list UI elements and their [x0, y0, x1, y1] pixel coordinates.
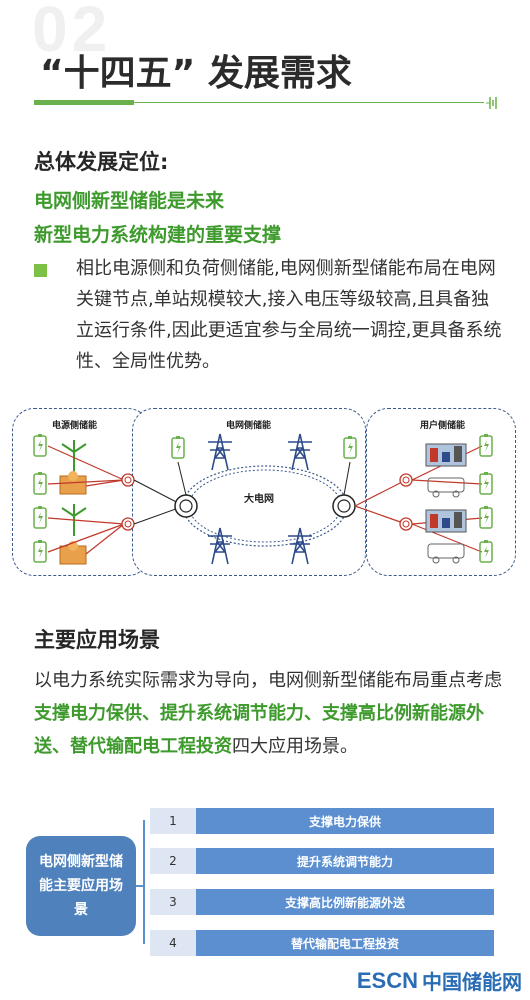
user-side-title: 用户侧储能 — [420, 421, 466, 431]
watermark-en: ESCN — [356, 967, 418, 993]
substation-node — [121, 517, 135, 531]
battery-icon — [479, 471, 493, 495]
scenario-row-2: 2 提升系统调节能力 — [150, 848, 494, 874]
battery-end-icon — [486, 97, 497, 109]
battery-icon — [33, 433, 47, 457]
escn-watermark: ESCN 中国储能网 — [357, 966, 522, 995]
substation-node — [121, 473, 135, 487]
watermark-cn: 中国储能网 — [422, 970, 522, 994]
solar-panel-icon — [59, 471, 87, 565]
grid-side-title: 电网侧储能 — [226, 421, 272, 431]
scenario-row-4: 4 替代输配电工程投资 — [150, 930, 494, 956]
rule-line — [134, 102, 484, 103]
transmission-tower-icon — [287, 433, 313, 471]
diagram-graphics — [33, 433, 493, 565]
paragraph-highlight: 支撑电力保供、提升系统调节能力、支撑高比例新能源外送、替代输配电工程投资 — [34, 703, 484, 757]
scenario-label: 提升系统调节能力 — [196, 848, 494, 874]
positioning-line-1: 电网侧新型储能是未来 — [34, 190, 225, 212]
scenario-box: 电网侧新型储能主要应用场景 — [26, 836, 136, 936]
rule-accent — [34, 100, 134, 105]
bullet-square-icon — [34, 264, 47, 277]
transmission-tower-icon — [207, 433, 233, 471]
scenario-number: 3 — [150, 889, 196, 915]
positioning-bullet-text: 相比电源侧和负荷侧储能,电网侧新型储能布局在电网关键节点,单站规模较大,接入电压… — [76, 258, 502, 372]
scenarios-paragraph: 以电力系统实际需求为导向，电网侧新型储能布局重点考虑支撑电力保供、提升系统调节能… — [34, 664, 504, 763]
source-side-title: 电源侧储能 — [52, 421, 98, 431]
scenario-number: 2 — [150, 848, 196, 874]
connector — [143, 820, 145, 944]
page-title: “十四五” 发展需求 — [40, 53, 352, 94]
scenario-label: 支撑高比例新能源外送 — [196, 889, 494, 915]
battery-icon — [33, 505, 47, 529]
wind-turbine-icon — [61, 440, 87, 536]
storage-diagram: 电源侧储能 电网侧储能 用户侧储能 — [12, 406, 518, 578]
vehicle-icon — [427, 477, 465, 564]
paragraph-text: 以电力系统实际需求为导向，电网侧新型储能布局重点考虑 — [34, 670, 502, 691]
substation-node — [399, 517, 413, 531]
paragraph-end: 四大应用场景。 — [232, 736, 358, 757]
battery-icon — [33, 539, 47, 563]
battery-icon — [171, 435, 185, 459]
battery-icon — [479, 539, 493, 563]
grid-node — [332, 494, 356, 518]
scenario-label: 支撑电力保供 — [196, 808, 494, 834]
scenario-row-3: 3 支撑高比例新能源外送 — [150, 889, 494, 915]
connector — [136, 885, 144, 887]
user-side-panel — [366, 408, 516, 576]
scenario-row-1: 1 支撑电力保供 — [150, 808, 494, 834]
scenarios-heading: 主要应用场景 — [34, 628, 160, 652]
substation-node — [399, 473, 413, 487]
battery-icon — [479, 505, 493, 529]
factory-icon — [425, 443, 467, 533]
positioning-heading: 总体发展定位: — [34, 150, 169, 174]
battery-icon — [343, 435, 357, 459]
transmission-tower-icon — [287, 527, 313, 565]
title-rule — [34, 94, 498, 112]
battery-icon — [33, 471, 47, 495]
scenario-number: 1 — [150, 808, 196, 834]
grid-side-panel — [132, 408, 366, 576]
transmission-tower-icon — [207, 527, 233, 565]
section-number: 02 — [32, 0, 112, 65]
positioning-line-2: 新型电力系统构建的重要支撑 — [34, 224, 282, 246]
scenario-number: 4 — [150, 930, 196, 956]
main-grid-label: 大电网 — [244, 494, 274, 505]
grid-node — [174, 494, 198, 518]
scenario-label: 替代输配电工程投资 — [196, 930, 494, 956]
battery-icon — [479, 433, 493, 457]
